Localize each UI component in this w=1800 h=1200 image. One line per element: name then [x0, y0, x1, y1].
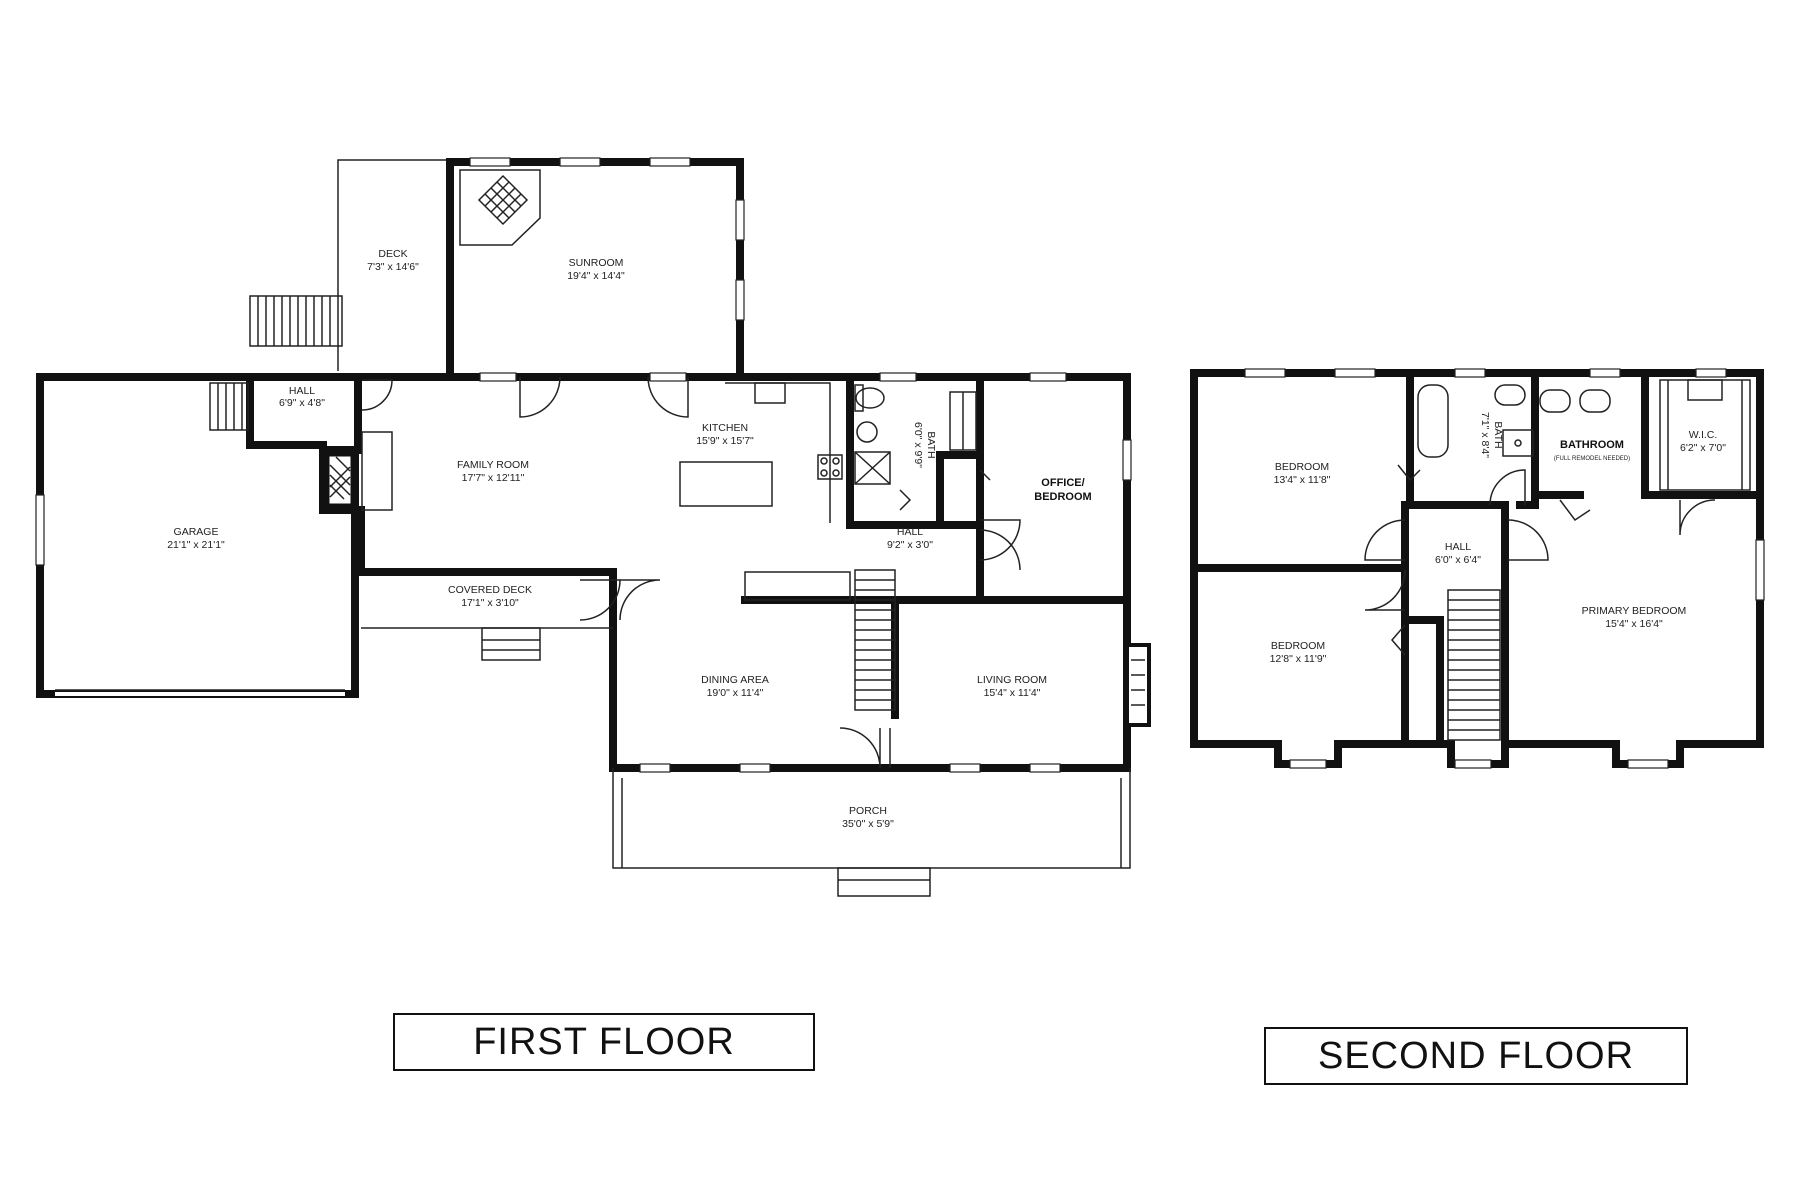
bedroom-1-dims: 13'4" x 11'8": [1274, 474, 1331, 486]
bedroom-2-name: BEDROOM: [1271, 640, 1325, 652]
sunroom: [446, 157, 745, 377]
sf-hall-name: HALL: [1445, 541, 1471, 553]
second-floor-windows: [1244, 368, 1765, 769]
wic-name: W.I.C.: [1689, 429, 1718, 441]
bath-fixtures: [854, 384, 977, 485]
bathroom-name: BATHROOM: [1560, 439, 1624, 451]
covered-deck-name: COVERED DECK: [448, 584, 532, 596]
deck-name: DECK: [378, 248, 407, 260]
office-name-line1: OFFICE/: [1041, 477, 1084, 489]
dining-area-dims: 19'0" x 11'4": [707, 687, 764, 699]
center-hall-dims: 9'2" x 3'0": [887, 539, 933, 551]
porch: [612, 768, 1131, 897]
garage-hall-stairs: [209, 382, 249, 431]
sunroom-dims: 19'4" x 14'4": [567, 270, 625, 282]
bedroom-2-dims: 12'8" x 11'9": [1270, 653, 1327, 665]
second-floor-plan: BEDROOM 13'4" x 11'8" BATH 7'1" x 8'4" B…: [1190, 368, 1765, 769]
sf-hall-dims: 6'0" x 6'4": [1435, 554, 1481, 566]
sunroom-name: SUNROOM: [569, 257, 624, 269]
primary-bedroom-dims: 15'4" x 16'4": [1605, 618, 1663, 630]
center-hall-name: HALL: [897, 526, 923, 538]
garage-hall-name: HALL: [289, 385, 315, 397]
covered-deck: [361, 627, 613, 661]
kitchen-dims: 15'9" x 15'7": [696, 435, 754, 447]
first-floor-doors: [361, 376, 1021, 769]
garage-hall-dims: 6'9" x 4'8": [279, 397, 325, 409]
porch-name: PORCH: [849, 805, 887, 817]
first-floor-labels: DECK 7'3" x 14'6" SUNROOM 19'4" x 14'4" …: [167, 248, 1092, 830]
kitchen-fixtures: [679, 382, 851, 601]
first-floor-walls: [36, 373, 1151, 772]
second-floor-labels: BEDROOM 13'4" x 11'8" BATH 7'1" x 8'4" B…: [1270, 412, 1727, 665]
bath-dims: 6'0" x 9'9": [912, 422, 924, 468]
center-stairs: [854, 569, 896, 711]
sf-bath-name: BATH: [1492, 421, 1504, 448]
family-room-name: FAMILY ROOM: [457, 459, 529, 471]
office-name-line2: BEDROOM: [1034, 491, 1091, 503]
bedroom-1-name: BEDROOM: [1275, 461, 1329, 473]
garage-dims: 21'1" x 21'1": [167, 539, 225, 551]
family-room-fireplace: [326, 431, 393, 511]
wic-dims: 6'2" x 7'0": [1680, 442, 1726, 454]
covered-deck-dims: 17'1" x 3'10": [461, 597, 519, 609]
second-floor-title: SECOND FLOOR: [1264, 1027, 1688, 1085]
kitchen-name: KITCHEN: [702, 422, 748, 434]
first-floor-windows: [35, 372, 1132, 773]
second-floor-fixtures: [1417, 379, 1751, 491]
living-room-name: LIVING ROOM: [977, 674, 1047, 686]
primary-bedroom-name: PRIMARY BEDROOM: [1582, 605, 1687, 617]
sf-bath-dims: 7'1" x 8'4": [1479, 412, 1491, 458]
garage-name: GARAGE: [174, 526, 219, 538]
second-floor-doors: [1364, 464, 1716, 656]
second-floor-walls: [1190, 369, 1764, 768]
porch-dims: 35'0" x 5'9": [842, 818, 894, 830]
family-room-dims: 17'7" x 12'11": [462, 472, 525, 484]
first-floor-plan: DECK 7'3" x 14'6" SUNROOM 19'4" x 14'4" …: [35, 157, 1151, 897]
living-room-dims: 15'4" x 11'4": [984, 687, 1041, 699]
deck-dims: 7'3" x 14'6": [367, 261, 419, 273]
bath-name: BATH: [925, 431, 937, 458]
bathroom-note: (FULL REMODEL NEEDED): [1554, 456, 1630, 462]
second-floor-stairs: [1447, 589, 1501, 741]
dining-area-name: DINING AREA: [701, 674, 769, 686]
first-floor-title: FIRST FLOOR: [393, 1013, 815, 1071]
